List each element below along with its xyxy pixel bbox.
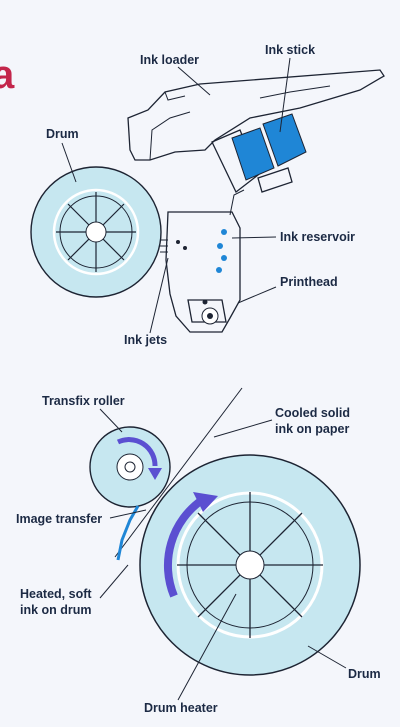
label-ink-loader: Ink loader <box>140 53 199 67</box>
leader-drum-heater <box>177 593 237 701</box>
drum-bottom <box>116 454 361 676</box>
label-heated-line1: Heated, soft <box>20 587 92 601</box>
label-ink-stick: Ink stick <box>265 43 315 57</box>
leader-cooled-ink <box>213 419 273 438</box>
bottom-diagram: Transfix roller Cooled solid ink on pape… <box>16 387 381 715</box>
label-image-transfer: Image transfer <box>16 512 102 526</box>
label-transfix-roller: Transfix roller <box>42 394 125 408</box>
label-printhead: Printhead <box>280 275 338 289</box>
label-drum-bottom: Drum <box>348 667 381 681</box>
leader-image-transfer <box>109 509 147 519</box>
label-ink-reservoir: Ink reservoir <box>280 230 355 244</box>
edge-letter: a <box>0 53 15 97</box>
leader-transfix-roller <box>99 408 123 433</box>
leader-ink-jets <box>149 257 169 334</box>
ink-sticks <box>231 113 307 193</box>
leader-printhead <box>237 286 277 304</box>
leader-ink-stick <box>279 57 291 133</box>
label-cooled-line1: Cooled solid <box>275 406 350 420</box>
transfix-roller <box>89 426 171 508</box>
top-diagram: Ink loader Ink stick Drum Ink reservoir … <box>30 43 385 347</box>
leader-heated-ink <box>99 564 129 599</box>
label-cooled-line2: ink on paper <box>275 422 349 436</box>
printhead <box>160 189 245 333</box>
ink-reservoir-drops <box>216 229 227 273</box>
ink-stick-block-1 <box>231 127 275 181</box>
roller-arrow-icon <box>148 468 162 480</box>
label-drum-top: Drum <box>46 127 79 141</box>
paper-line <box>114 387 243 558</box>
label-heated-line2: ink on drum <box>20 603 92 617</box>
drum-arrow-icon <box>193 492 218 512</box>
label-drum-heater: Drum heater <box>144 701 218 715</box>
leader-ink-reservoir <box>231 236 277 239</box>
leader-drum-top <box>61 142 77 183</box>
label-ink-jets: Ink jets <box>124 333 167 347</box>
drum-top <box>30 166 162 298</box>
leader-ink-loader <box>177 66 211 96</box>
leader-drum-bottom <box>307 645 347 669</box>
